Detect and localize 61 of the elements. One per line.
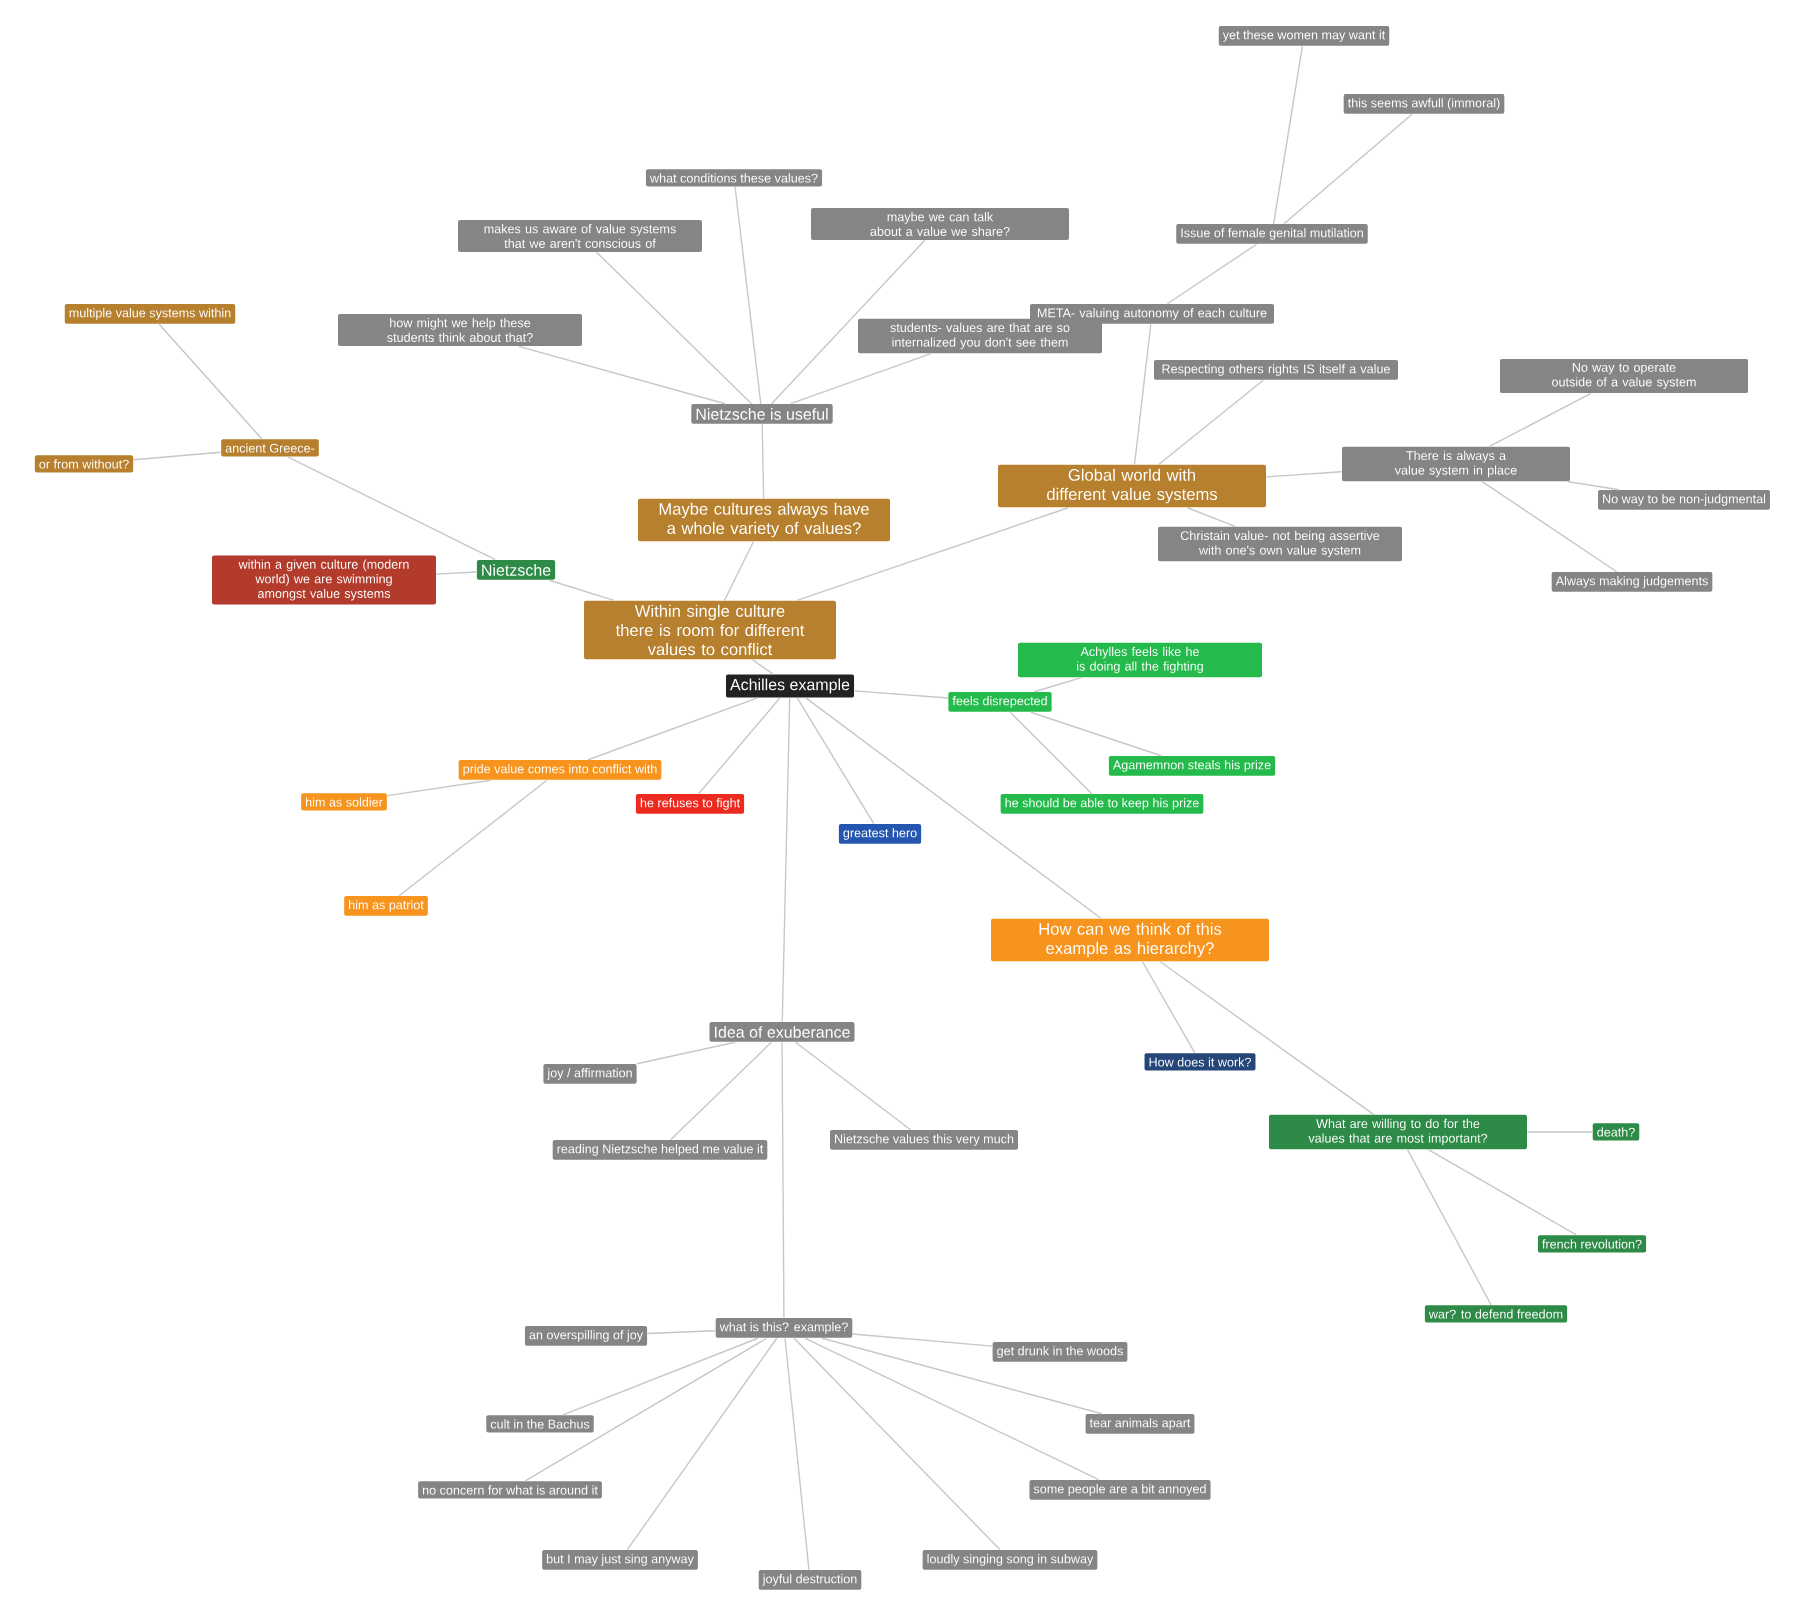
connector-line: [386, 779, 492, 797]
connector-line: [158, 323, 263, 440]
topic-box: Maybe cultures always have a whole variety of values?: [638, 498, 890, 542]
connector-line: [587, 697, 759, 761]
connector-line: [669, 1041, 773, 1141]
connector-line: [287, 456, 496, 561]
connector-line: [794, 1041, 912, 1131]
connector-line: [1141, 961, 1196, 1054]
connector-line: [132, 451, 222, 461]
connector-line: [596, 251, 753, 405]
connector-line: [770, 239, 926, 405]
connector-line: [1488, 392, 1592, 448]
connector-line: [796, 697, 875, 825]
connector-line: [793, 1337, 1001, 1551]
connector-line: [1566, 480, 1620, 491]
connector-line: [1030, 711, 1162, 757]
connector-line: [1158, 379, 1264, 465]
connector-line: [1033, 676, 1083, 693]
connector-line: [1159, 961, 1375, 1116]
connector-line: [1272, 45, 1304, 225]
connector-line: [796, 507, 1069, 601]
connector-line: [1526, 1131, 1594, 1133]
connector-line: [1009, 711, 1093, 795]
connector-line: [398, 779, 548, 897]
connector-line: [821, 1337, 1103, 1415]
connector-line: [636, 1041, 736, 1065]
connector-line: [518, 345, 726, 405]
connector-line: [1265, 471, 1343, 478]
connector-line: [781, 1041, 785, 1319]
connector-line: [1186, 507, 1236, 528]
topic-box: How can we think of this example as hierarchy?: [991, 918, 1269, 962]
topic-box: Nietzsche is useful: [691, 404, 833, 424]
topic-box: Global world with different value systems: [998, 464, 1266, 508]
connector-line: [562, 1337, 759, 1416]
connector-line: [805, 697, 1102, 919]
topic-box: Within single culture there is room for different values to conflict: [584, 600, 836, 660]
topic-box: Idea of exuberance: [709, 1022, 855, 1042]
connector-line: [761, 423, 765, 499]
connector-line: [781, 697, 791, 1023]
connector-line: [698, 697, 781, 795]
connector-line: [1406, 1148, 1492, 1306]
connector-line: [548, 579, 615, 601]
connector-line: [626, 1337, 778, 1551]
connector-line: [435, 571, 478, 575]
connector-line: [723, 541, 755, 601]
connector-line: [646, 1330, 716, 1335]
connector-line: [524, 1337, 768, 1482]
connector-line: [784, 1337, 810, 1571]
connector-line: [790, 352, 932, 405]
connector-line: [1427, 1148, 1578, 1236]
connector-line: [852, 1333, 993, 1347]
connector-line: [1481, 480, 1618, 573]
connector-line: [1166, 243, 1258, 305]
connector-line: [853, 690, 949, 699]
central-topic-box: Achilles example: [726, 674, 855, 698]
connector-line: [751, 659, 774, 675]
topic-box: Nietzsche: [476, 560, 556, 580]
connector-line: [804, 1337, 1100, 1481]
connector-line: [1133, 323, 1152, 465]
connector-line: [1283, 113, 1413, 225]
connector-line: [734, 186, 762, 405]
